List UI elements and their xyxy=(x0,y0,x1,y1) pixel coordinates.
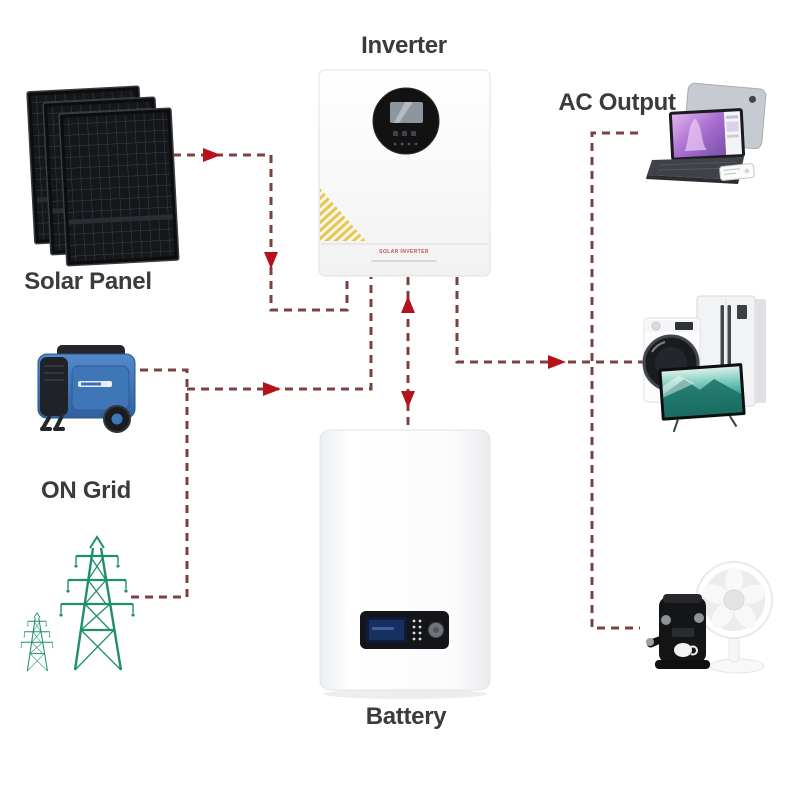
line-grid-to-inverter xyxy=(187,277,373,391)
line-ac-output-bus xyxy=(590,131,640,630)
generator-illustration xyxy=(37,345,136,433)
fan-icon xyxy=(695,561,773,674)
portable-device-icon xyxy=(719,163,755,181)
line-grid-bus xyxy=(130,368,189,599)
arrowhead-down xyxy=(264,252,278,269)
battery-label: Battery xyxy=(365,703,447,730)
laptop-icon xyxy=(646,108,746,184)
arrowhead-right xyxy=(263,382,281,396)
solar-panel-illustration xyxy=(26,85,180,267)
line-solar-to-inverter xyxy=(173,153,349,312)
battery-control-panel xyxy=(360,611,449,649)
inverter-accent-triangle xyxy=(319,188,366,241)
arrowhead-right xyxy=(548,355,566,369)
ac-output-devices-illustration xyxy=(646,82,767,184)
appliances-illustration xyxy=(642,295,766,433)
inverter-illustration xyxy=(318,69,491,277)
arrowhead-down xyxy=(401,391,415,408)
tv-icon xyxy=(658,363,746,433)
on-grid-label: ON Grid xyxy=(41,477,131,504)
arrowhead-right xyxy=(203,148,221,162)
solar-panel-label: Solar Panel xyxy=(24,268,152,295)
coffee-maker-icon xyxy=(646,594,710,669)
inverter-panel-text: SOLAR INVERTER xyxy=(379,249,429,255)
ac-output-label: AC Output xyxy=(558,89,676,116)
arrowhead-up xyxy=(401,296,415,313)
grid-towers-illustration xyxy=(20,535,135,672)
line-inverter-to-loads xyxy=(455,277,643,364)
connection-lines xyxy=(130,131,643,630)
inverter-subtext-line xyxy=(371,260,437,262)
inverter-label: Inverter xyxy=(361,32,447,59)
battery-illustration xyxy=(319,429,491,699)
inverter-display xyxy=(372,87,440,155)
